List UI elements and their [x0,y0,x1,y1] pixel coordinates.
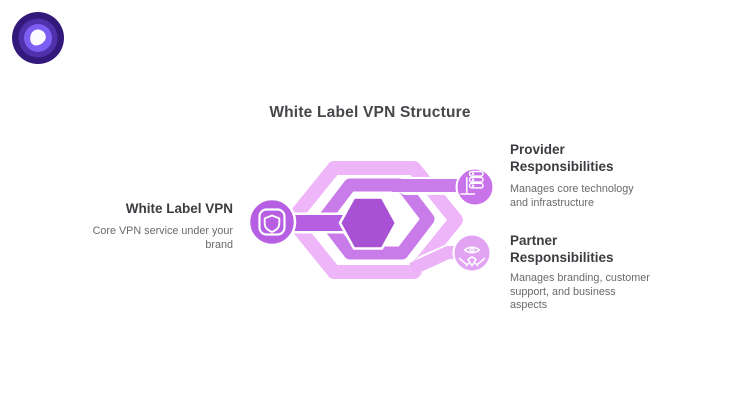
page-title: White Label VPN Structure [269,104,471,121]
node-description: Manages branding, customer support, and … [510,271,650,312]
vpn-brand-logo-icon [12,12,64,64]
brand-logo [12,12,64,64]
partner-node [452,233,492,273]
node-title: Provider Responsibilities [510,142,614,174]
white-label-vpn-node [247,197,297,247]
shield-icon [258,208,286,236]
node-partner-text: Partner Responsibilities Manages brandin… [510,233,652,313]
server-stack-icon [460,170,484,195]
inner-hexagon [338,196,398,250]
provider-node [455,167,495,207]
node-provider-text: Provider Responsibilities Manages core t… [510,142,640,210]
node-description: Core VPN service under your brand [92,224,233,251]
node-title: Partner Responsibilities [510,233,614,265]
connector-provider [392,177,471,195]
node-title: White Label VPN [125,201,233,216]
node-white-label-vpn-text: White Label VPN Core VPN service under y… [83,201,233,253]
handshake-eye-icon [458,246,486,267]
node-description: Manages core technology and infrastructu… [510,182,634,209]
